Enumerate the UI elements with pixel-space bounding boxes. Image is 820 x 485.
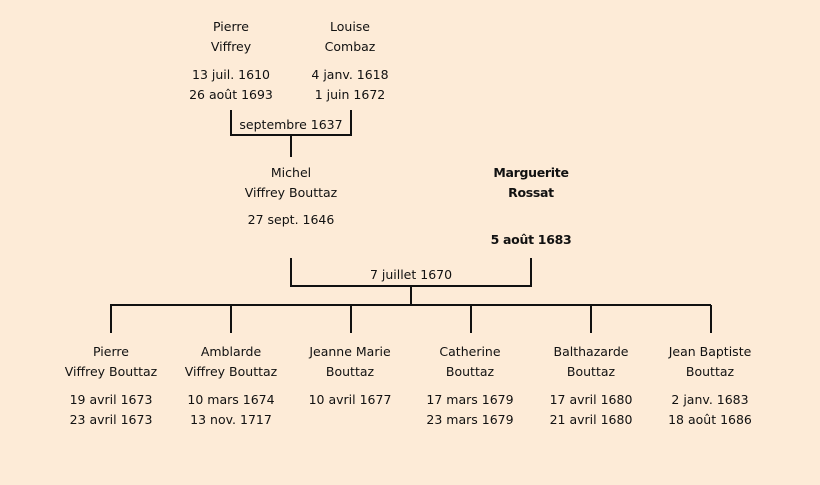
- birth-date: [466, 210, 596, 230]
- person-first-name: Pierre: [213, 19, 249, 34]
- birth-date: 19 avril 1673: [69, 392, 153, 407]
- person-louise-combaz[interactable]: Louise Combaz 4 janv. 1618 1 juin 1672: [285, 17, 415, 105]
- child-person[interactable]: Amblarde Viffrey Bouttaz 10 mars 1674 13 …: [166, 342, 296, 430]
- person-first-name: Balthazarde: [553, 344, 629, 359]
- person-michel-viffrey-bouttaz[interactable]: Michel Viffrey Bouttaz 27 sept. 1646: [226, 163, 356, 250]
- person-last-name: Viffrey Bouttaz: [64, 364, 158, 379]
- death-date: 21 avril 1680: [549, 412, 633, 427]
- person-last-name: Viffrey Bouttaz: [184, 364, 278, 379]
- death-date: 13 nov. 1717: [190, 412, 272, 427]
- person-last-name: Bouttaz: [566, 364, 616, 379]
- death-date: 26 août 1693: [189, 87, 273, 102]
- death-date: 1 juin 1672: [314, 87, 386, 102]
- person-marguerite-rossat[interactable]: Marguerite Rossat 5 août 1683: [466, 163, 596, 250]
- child-person[interactable]: Pierre Viffrey Bouttaz 19 avril 1673 23 a…: [46, 342, 176, 430]
- death-date: 5 août 1683: [490, 232, 572, 247]
- birth-date: 10 avril 1677: [308, 392, 392, 407]
- death-date: 23 avril 1673: [69, 412, 153, 427]
- person-first-name: Pierre: [93, 344, 129, 359]
- person-last-name: Bouttaz: [325, 364, 375, 379]
- person-last-name: Combaz: [324, 39, 376, 54]
- person-first-name: Jeanne Marie: [309, 344, 391, 359]
- birth-date: 17 mars 1679: [426, 392, 514, 407]
- person-last-name: Viffrey: [210, 39, 252, 54]
- death-date: [285, 410, 415, 430]
- person-last-name: Bouttaz: [685, 364, 735, 379]
- birth-date: 17 avril 1680: [549, 392, 633, 407]
- person-last-name: Viffrey Bouttaz: [244, 185, 338, 200]
- birth-date: 27 sept. 1646: [247, 212, 335, 227]
- marriage-date: septembre 1637: [239, 117, 343, 132]
- person-first-name: Jean Baptiste: [668, 344, 752, 359]
- person-first-name: Michel: [270, 165, 312, 180]
- person-first-name: Louise: [330, 19, 370, 34]
- person-first-name: Marguerite: [493, 165, 569, 180]
- marriage-date: 7 juillet 1670: [369, 267, 453, 282]
- death-date: 18 août 1686: [668, 412, 752, 427]
- death-date: [226, 230, 356, 250]
- death-date: 23 mars 1679: [426, 412, 514, 427]
- birth-date: 10 mars 1674: [187, 392, 275, 407]
- birth-date: 2 janv. 1683: [671, 392, 749, 407]
- child-person[interactable]: Catherine Bouttaz 17 mars 1679 23 mars 16…: [405, 342, 535, 430]
- child-person[interactable]: Jeanne Marie Bouttaz 10 avril 1677: [285, 342, 415, 430]
- person-first-name: Catherine: [439, 344, 501, 359]
- birth-date: 4 janv. 1618: [311, 67, 389, 82]
- birth-date: 13 juil. 1610: [192, 67, 270, 82]
- person-last-name: Rossat: [508, 185, 554, 200]
- person-first-name: Amblarde: [200, 344, 262, 359]
- person-pierre-viffrey[interactable]: Pierre Viffrey 13 juil. 1610 26 août 169…: [166, 17, 296, 105]
- person-last-name: Bouttaz: [445, 364, 495, 379]
- child-person[interactable]: Jean Baptiste Bouttaz 2 janv. 1683 18 aoû…: [645, 342, 775, 430]
- child-person[interactable]: Balthazarde Bouttaz 17 avril 1680 21 avri…: [526, 342, 656, 430]
